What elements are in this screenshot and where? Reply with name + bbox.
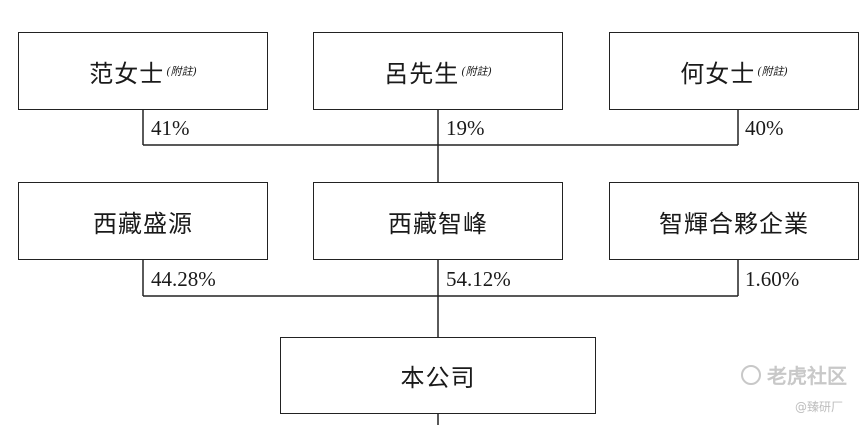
watermark-sub: @臻研厂: [794, 400, 843, 414]
shareholder-box-lu: 呂先生(附註): [313, 32, 563, 110]
entity-name: 西藏盛源: [93, 209, 193, 238]
company-box: 本公司: [280, 337, 596, 414]
entity-box-zhifeng: 西藏智峰: [313, 182, 563, 260]
watermark-brand: 老虎社区: [767, 364, 847, 388]
shareholder-name: 何女士: [680, 59, 756, 88]
entity-box-shengyuan: 西藏盛源: [18, 182, 268, 260]
percent-label-zhihui: 1.60%: [745, 267, 800, 291]
entity-name: 智輝合夥企業: [659, 209, 809, 238]
percent-label-shengyuan: 44.28%: [151, 267, 216, 291]
entity-box-zhihui: 智輝合夥企業: [609, 182, 859, 260]
shareholder-box-fan: 范女士(附註): [18, 32, 268, 110]
watermark: 老虎社区: [741, 360, 847, 389]
shareholder-note: (附註): [757, 65, 788, 78]
tiger-logo-icon: [741, 364, 761, 385]
entity-name: 西藏智峰: [388, 209, 488, 238]
shareholder-note: (附註): [166, 65, 197, 78]
percent-label-he: 40%: [745, 116, 784, 140]
percent-label-zhifeng: 54.12%: [446, 267, 511, 291]
shareholder-name: 呂先生: [384, 59, 460, 88]
percent-label-lu: 19%: [446, 116, 485, 140]
shareholder-name: 范女士: [89, 59, 165, 88]
percent-label-fan: 41%: [151, 116, 190, 140]
shareholder-note: (附註): [461, 65, 492, 78]
company-name: 本公司: [400, 364, 476, 392]
shareholder-box-he: 何女士(附註): [609, 32, 859, 110]
